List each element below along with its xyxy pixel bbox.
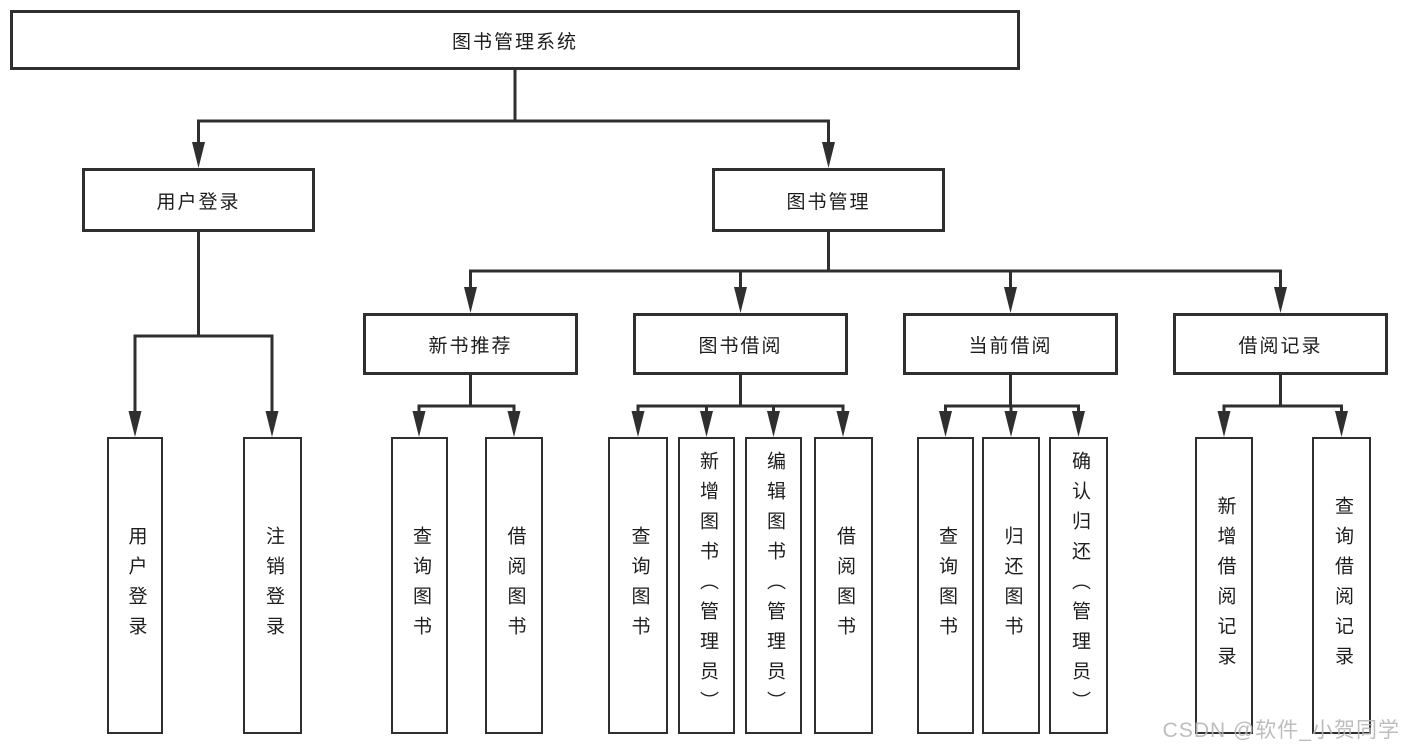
- node-borrow-books-2: 借阅图书: [814, 437, 873, 734]
- node-label: 新增借阅记录: [1214, 495, 1236, 676]
- node-label: 归还图书: [1001, 525, 1023, 646]
- node-user-login-action: 用户登录: [107, 437, 163, 734]
- node-confirm-return-admin: 确认归还（管理员）: [1049, 437, 1108, 734]
- node-query-books-2: 查询图书: [608, 437, 668, 734]
- node-label: 新增图书（管理员）: [696, 450, 718, 721]
- node-label: 确认归还（管理员）: [1068, 450, 1090, 721]
- node-label: 用户登录: [125, 525, 147, 646]
- node-book-management: 图书管理: [712, 168, 945, 232]
- node-label: 查询借阅记录: [1331, 495, 1353, 676]
- node-query-borrow-record: 查询借阅记录: [1312, 437, 1371, 734]
- node-edit-book-admin: 编辑图书（管理员）: [745, 437, 802, 734]
- node-query-books-3: 查询图书: [917, 437, 974, 734]
- node-label: 查询图书: [935, 525, 957, 646]
- node-label: 借阅图书: [504, 525, 526, 646]
- node-user-login: 用户登录: [82, 168, 315, 232]
- node-label: 注销登录: [262, 525, 284, 646]
- csdn-watermark: CSDN @软件_小贺同学: [1162, 719, 1400, 742]
- node-logout-action: 注销登录: [243, 437, 302, 734]
- node-label: 借阅图书: [833, 525, 855, 646]
- node-return-books: 归还图书: [982, 437, 1040, 734]
- node-add-book-admin: 新增图书（管理员）: [678, 437, 735, 734]
- node-label: 编辑图书（管理员）: [763, 450, 785, 721]
- node-new-book-recommendation: 新书推荐: [363, 313, 578, 375]
- node-current-borrowing: 当前借阅: [903, 313, 1118, 375]
- node-query-books: 查询图书: [391, 437, 448, 734]
- arrowheads: [128, 142, 1348, 437]
- node-label: 查询图书: [409, 525, 431, 646]
- node-label: 查询图书: [628, 525, 650, 646]
- node-borrow-books: 借阅图书: [485, 437, 543, 734]
- node-book-borrowing: 图书借阅: [633, 313, 848, 375]
- node-add-borrow-record: 新增借阅记录: [1195, 437, 1253, 734]
- node-borrowing-records: 借阅记录: [1173, 313, 1388, 375]
- node-library-management-system: 图书管理系统: [10, 10, 1020, 70]
